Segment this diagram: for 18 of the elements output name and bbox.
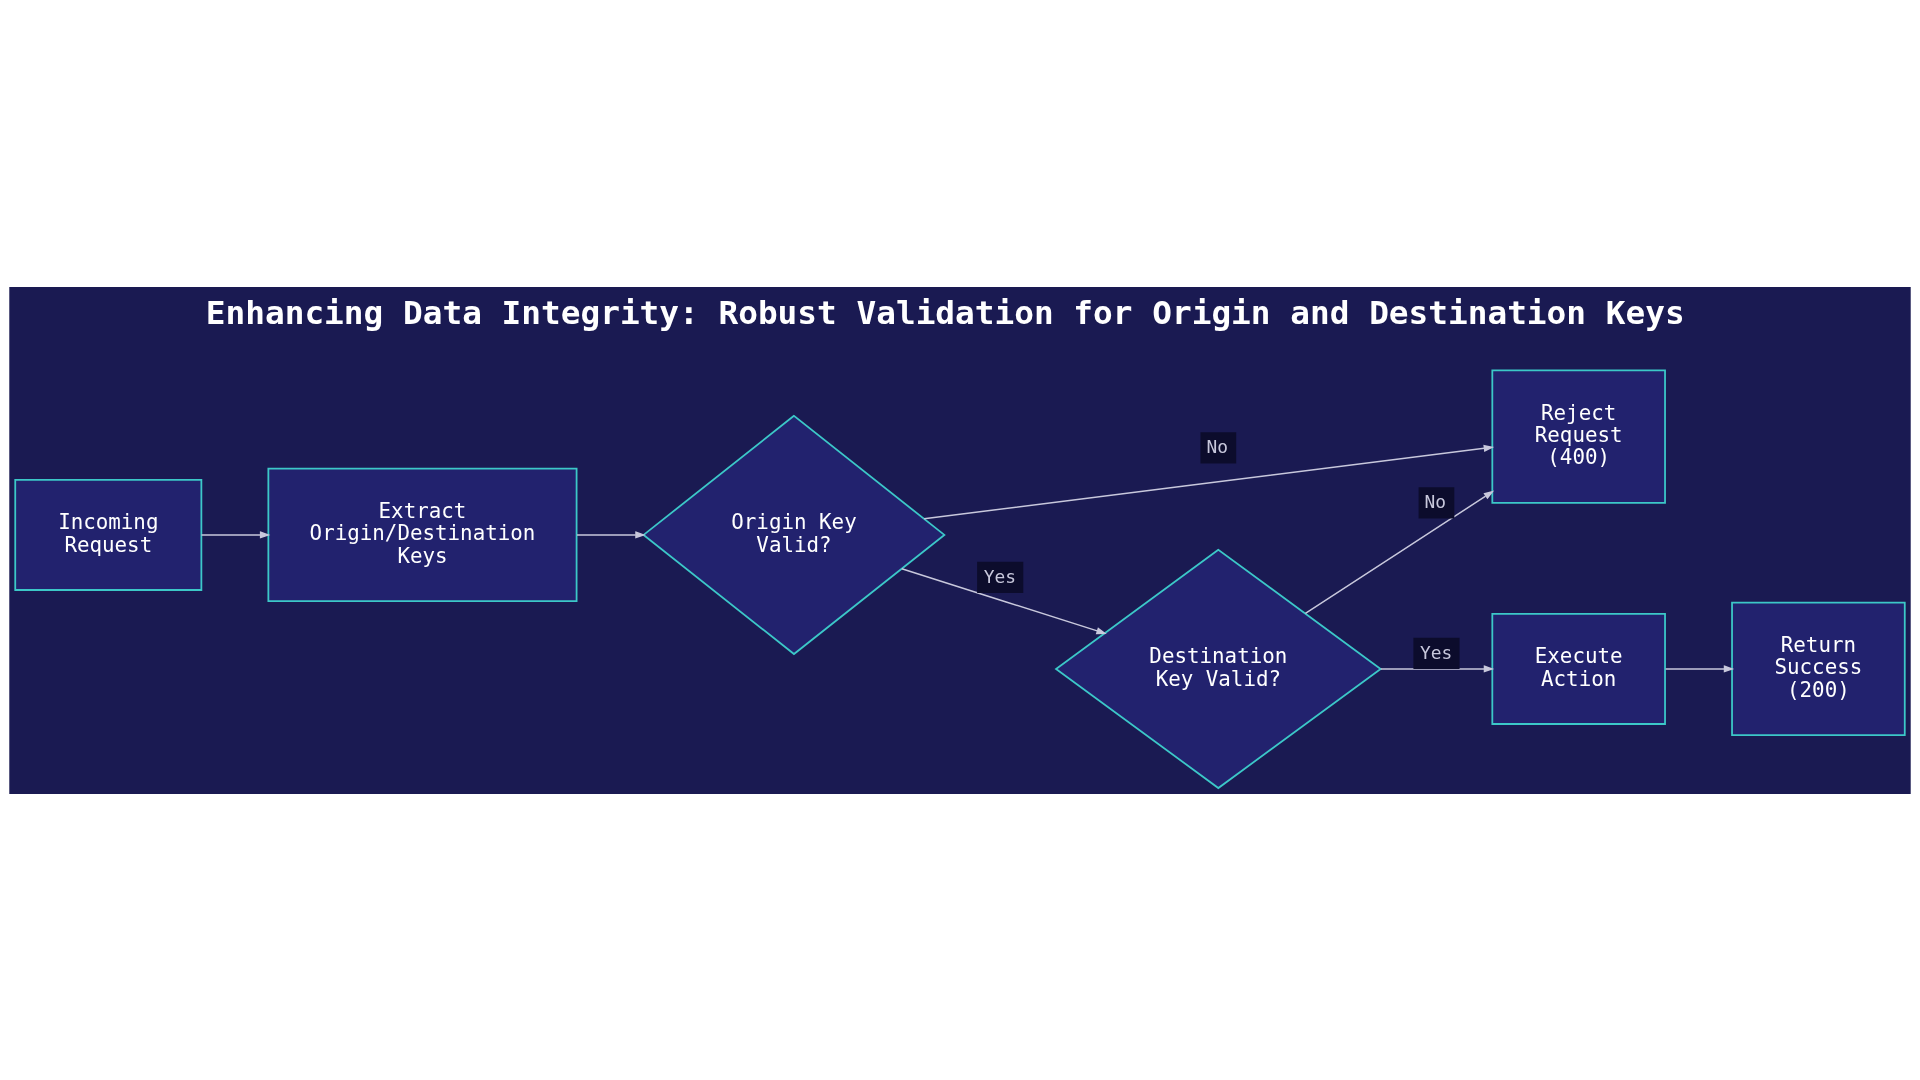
node-diamond: Destination Key Valid? (1054, 548, 1383, 789)
arrow (1380, 664, 1495, 673)
edge-label: Yes (983, 565, 1017, 587)
arrow (1304, 490, 1495, 614)
edge-label: No (1206, 435, 1228, 457)
arrow (1664, 664, 1735, 673)
arrow (200, 530, 271, 539)
node-box: Incoming Request (14, 478, 203, 591)
diagram-title: Enhancing Data Integrity: Robust Validation for Origin and Destination Keys (205, 293, 1685, 332)
node-box: Return Success (200) (1731, 601, 1906, 736)
node-box: Execute Action (1491, 612, 1666, 725)
node-diamond: Origin Key Valid? (642, 414, 946, 655)
arrow (901, 567, 1107, 634)
node-box: Extract Origin/Destination Keys (267, 467, 578, 602)
arrow (576, 530, 646, 539)
edge-label: Yes (1420, 641, 1453, 663)
edge-label: No (1424, 490, 1447, 512)
node-box: Reject Request (400) (1491, 369, 1666, 504)
